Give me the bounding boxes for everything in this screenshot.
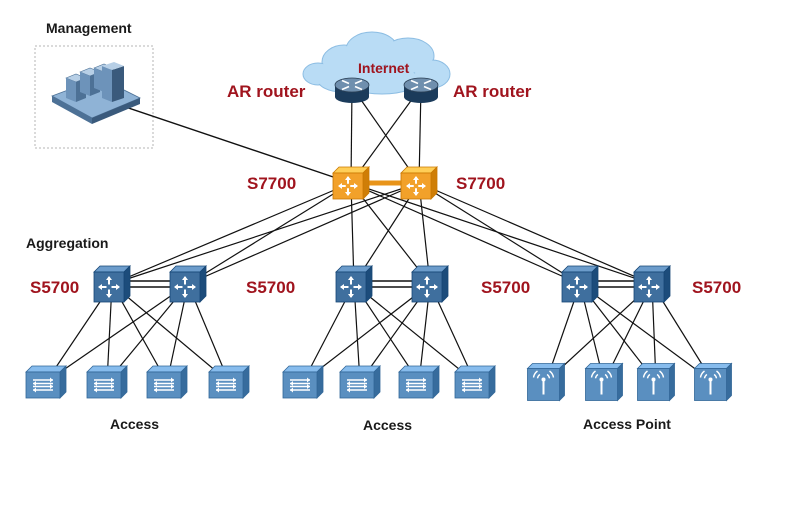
agg-group1-left-label: S5700 [30, 278, 80, 297]
agg-group3-left-label: S5700 [481, 278, 531, 297]
core-switch-right-label: S7700 [456, 174, 506, 193]
link-core-aggregation [187, 182, 420, 285]
link-aggregation-access [111, 283, 230, 383]
router-icon [403, 77, 439, 103]
management-label: Management [46, 20, 132, 36]
access-group2-label: Access [363, 417, 413, 433]
access-switch-icon [208, 365, 250, 399]
access-group1-label: Access [110, 416, 160, 432]
access-switch-icon [454, 365, 496, 399]
core-switch-icon [332, 166, 370, 200]
aggregation-switch-icon [633, 265, 671, 303]
link-core-aggregation [350, 182, 653, 285]
link-core-aggregation [111, 182, 352, 285]
wireless-ap-icon [636, 362, 676, 402]
access-switch-icon [282, 365, 324, 399]
link-aggregation-access [45, 283, 189, 383]
agg-group3-right-label: S5700 [692, 278, 742, 297]
aggregation-switch-icon [169, 265, 207, 303]
link-aggregation-access [353, 283, 476, 383]
access-point-group-label: Access Point [583, 416, 671, 432]
wireless-ap-icon [584, 362, 624, 402]
router-icon [334, 77, 370, 103]
link-core-aggregation [418, 182, 653, 285]
aggregation-switch-icon [93, 265, 131, 303]
wireless-ap-icon [693, 362, 733, 402]
internet-label: Internet [358, 60, 410, 76]
link-core-aggregation [187, 182, 352, 285]
access-switch-icon [86, 365, 128, 399]
core-switch-left-label: S7700 [247, 174, 297, 193]
aggregation-label: Aggregation [26, 235, 109, 251]
access-switch-icon [146, 365, 188, 399]
link-aggregation-access [579, 283, 714, 383]
core-switch-icon [400, 166, 438, 200]
link-aggregation-access [302, 283, 431, 383]
wireless-ap-icon [526, 362, 566, 402]
ar-router-right-label: AR router [453, 82, 532, 101]
access-switch-icon [398, 365, 440, 399]
aggregation-switch-icon [335, 265, 373, 303]
aggregation-switch-icon [561, 265, 599, 303]
aggregation-switch-icon [411, 265, 449, 303]
server-icon [51, 62, 141, 124]
access-switch-icon [25, 365, 67, 399]
access-switch-icon [339, 365, 381, 399]
link-core-aggregation [418, 182, 581, 285]
agg-group1-right-label: S5700 [246, 278, 296, 297]
link-management-core [89, 94, 352, 184]
ar-router-left-label: AR router [227, 82, 306, 101]
link-core-aggregation [350, 182, 581, 285]
link-core-aggregation [111, 182, 420, 285]
